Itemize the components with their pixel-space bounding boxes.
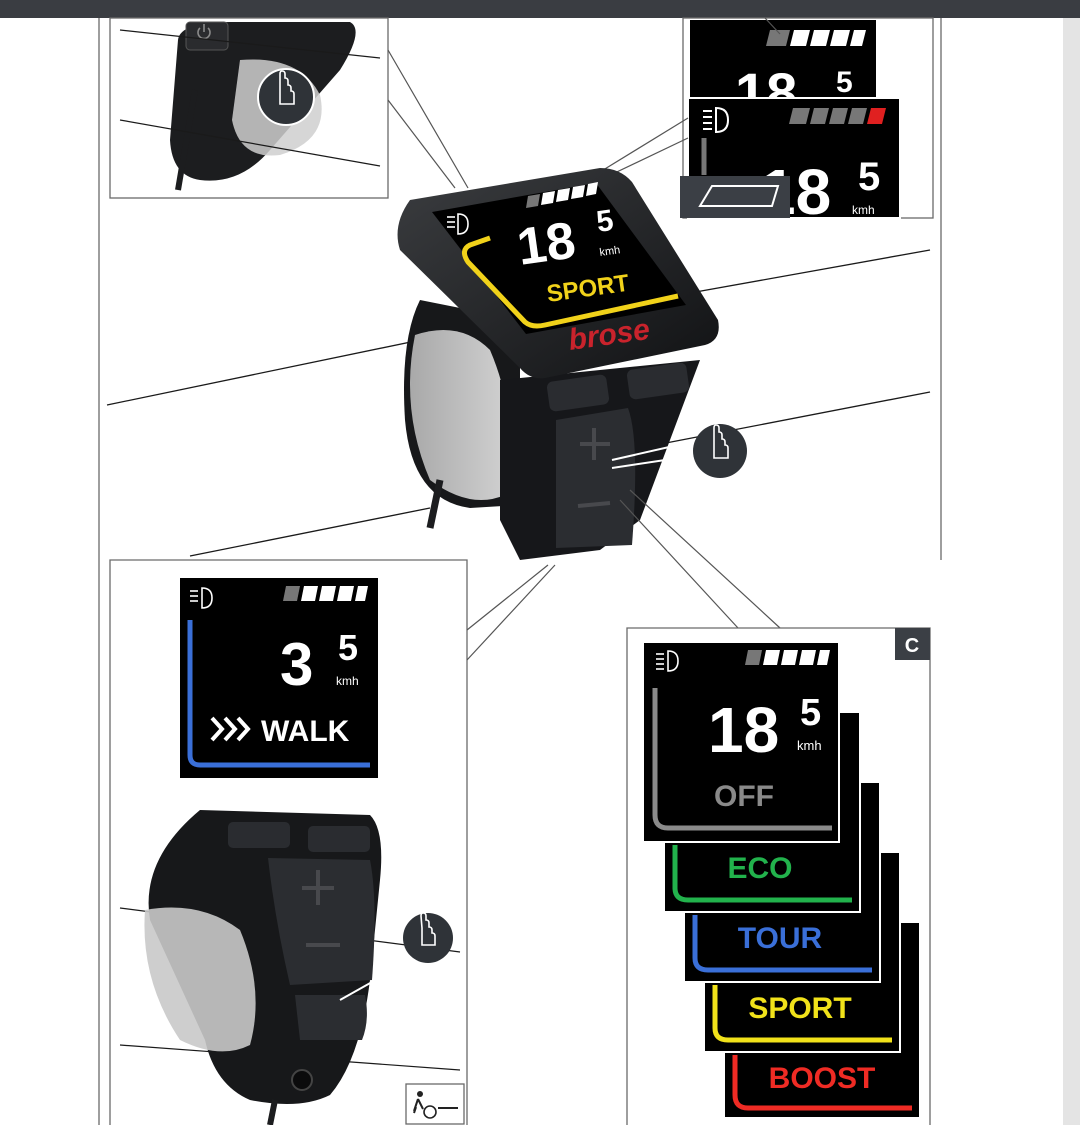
main-device: 18 5 kmh SPORT brose xyxy=(106,168,931,560)
walk-assist-icon xyxy=(405,1083,465,1125)
walk-mode-label: WALK xyxy=(261,715,350,748)
battery-warning-inset: 18 5 18 5 kmh xyxy=(594,17,934,228)
top-back-speed-decimal: 5 xyxy=(836,66,853,99)
mode-label-tour: TOUR xyxy=(738,922,823,955)
battery-bar-front xyxy=(789,108,886,124)
battery-bar-back xyxy=(766,30,866,46)
stack-speed-decimal: 5 xyxy=(800,692,821,734)
figure-frame xyxy=(98,18,942,1125)
main-speed-decimal: 5 xyxy=(594,204,615,239)
walk-speed: 3 xyxy=(280,631,313,698)
power-icon xyxy=(197,24,211,40)
walk-unit: kmh xyxy=(336,674,359,688)
stack-unit: kmh xyxy=(797,738,822,753)
mode-card-off: 18 5 kmh OFF xyxy=(642,641,840,843)
battery-bar-off xyxy=(745,650,830,665)
walk-mode-inset: 3 5 kmh WALK xyxy=(109,559,556,1125)
buttons-callout xyxy=(611,424,781,629)
mode-label-boost: BOOST xyxy=(769,1062,876,1095)
walk-speed-decimal: 5 xyxy=(338,627,358,668)
scrollbar[interactable] xyxy=(1063,18,1080,1125)
plus-icon xyxy=(580,428,610,460)
headlight-auto-icon xyxy=(447,213,469,235)
figure-tag: C xyxy=(905,635,919,657)
headlight-icon xyxy=(656,650,679,672)
hand-pointer-icon xyxy=(693,424,747,478)
hand-pointer-icon xyxy=(257,68,315,126)
headlight-auto-icon xyxy=(190,587,213,609)
plus-icon xyxy=(302,870,334,905)
hand-pointer-icon xyxy=(403,912,453,963)
mode-label-off: OFF xyxy=(714,780,774,813)
battery-bar-walk xyxy=(283,586,368,601)
main-unit: kmh xyxy=(599,244,621,259)
main-speed: 18 xyxy=(514,211,579,276)
battery-bar-main xyxy=(526,182,598,208)
mode-label-sport: SPORT xyxy=(748,992,851,1025)
mode-stack-inset: C BOOST SPORT TOUR ECO xyxy=(626,627,931,1125)
mode-label-eco: ECO xyxy=(727,852,792,885)
top-front-speed-decimal: 5 xyxy=(858,155,880,199)
walk-chevrons-icon xyxy=(210,716,251,742)
stack-speed: 18 xyxy=(708,694,779,766)
mode-arc xyxy=(462,235,679,329)
top-front-unit: kmh xyxy=(852,203,875,217)
power-button-inset xyxy=(109,17,469,199)
minus-icon xyxy=(577,501,611,508)
headlight-icon xyxy=(703,106,730,134)
